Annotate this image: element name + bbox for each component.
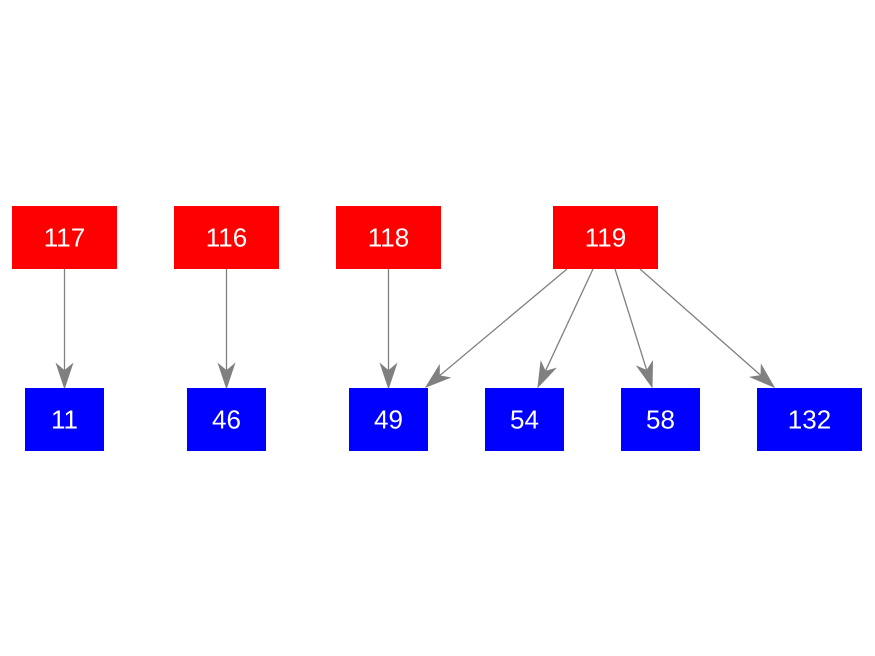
parent-node-box: [12, 206, 117, 269]
child-node-box: [621, 388, 700, 451]
child-node-label: 49: [374, 405, 403, 435]
parent-node-box: [174, 206, 279, 269]
edge-line: [439, 268, 568, 376]
child-node-box: [485, 388, 564, 451]
arrowhead: [635, 359, 654, 389]
edge-119-to-49: [424, 268, 568, 389]
nodes-layer: 117 116 118 119 11 46 49 54 58 132: [12, 206, 862, 451]
child-node-label: 54: [510, 405, 539, 435]
child-node-46: 46: [187, 388, 266, 451]
edge-119-to-58: [614, 268, 654, 389]
child-node-box: [187, 388, 266, 451]
parent-node-label: 116: [206, 223, 247, 253]
arrowhead: [217, 362, 236, 390]
child-node-label: 132: [788, 405, 831, 435]
edge-line: [639, 268, 761, 376]
child-node-58: 58: [621, 388, 700, 451]
parent-node-117: 117: [12, 206, 117, 269]
edge-116-to-46: [217, 269, 236, 390]
parent-node-119: 119: [553, 206, 658, 269]
parent-node-box: [553, 206, 658, 269]
edges-layer: [55, 268, 776, 390]
arrowhead: [379, 362, 398, 390]
edge-117-to-11: [55, 269, 74, 390]
parent-node-label: 119: [585, 223, 626, 253]
arrowhead: [55, 362, 74, 390]
edge-line: [614, 268, 648, 371]
child-node-49: 49: [349, 388, 428, 451]
child-node-54: 54: [485, 388, 564, 451]
child-node-box: [757, 388, 862, 451]
child-node-label: 58: [646, 405, 675, 435]
child-node-box: [25, 388, 104, 451]
arrowhead: [424, 363, 452, 389]
parent-node-box: [336, 206, 441, 269]
arrowhead: [537, 360, 557, 389]
parent-node-116: 116: [174, 206, 279, 269]
child-node-132: 132: [757, 388, 862, 451]
edge-118-to-49: [379, 269, 398, 390]
child-node-label: 46: [212, 405, 241, 435]
arrowhead: [748, 363, 776, 389]
parent-node-label: 117: [44, 223, 85, 253]
edge-line: [545, 268, 594, 371]
child-node-box: [349, 388, 428, 451]
parent-node-label: 118: [368, 223, 409, 253]
edge-119-to-132: [639, 268, 776, 389]
child-node-label: 11: [51, 405, 78, 435]
parent-node-118: 118: [336, 206, 441, 269]
edge-119-to-54: [537, 268, 594, 389]
child-node-11: 11: [25, 388, 104, 451]
